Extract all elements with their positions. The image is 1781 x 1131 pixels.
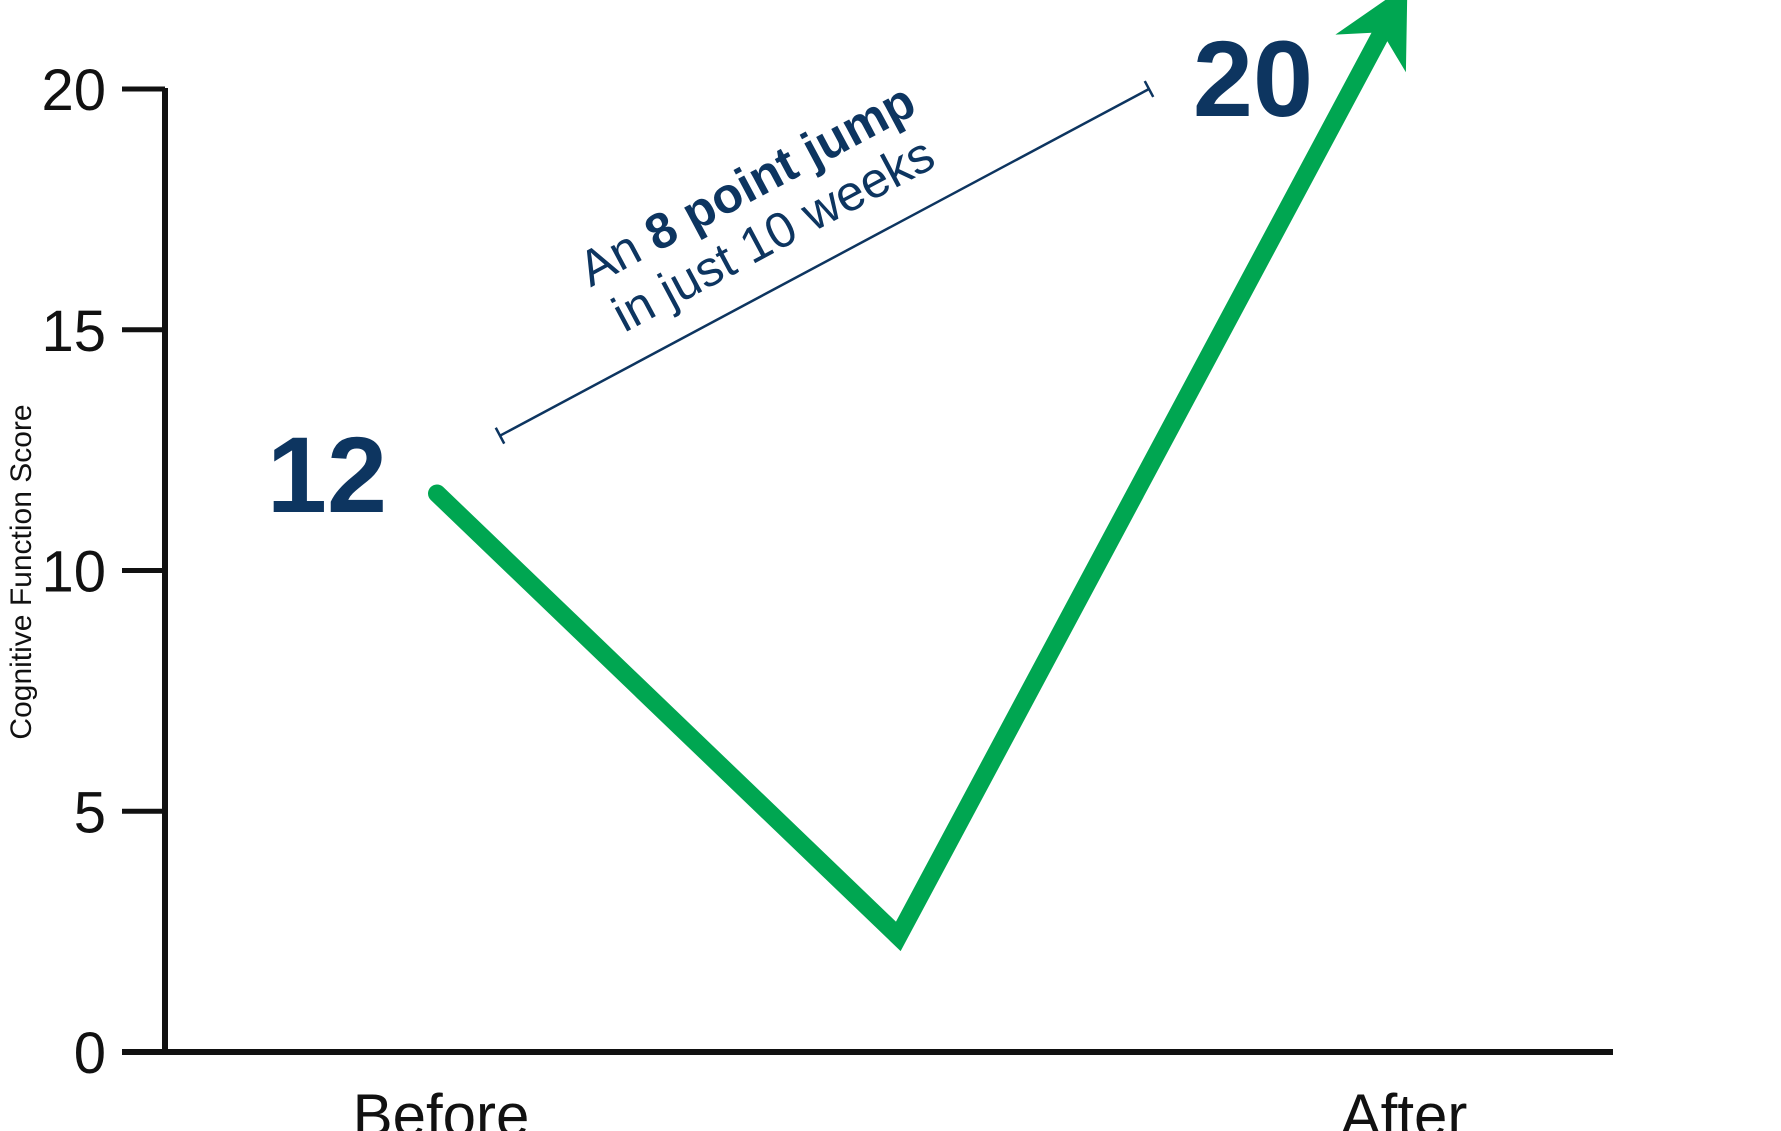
x-ticks: Before After bbox=[353, 1082, 1468, 1131]
y-tick-label: 0 bbox=[74, 1021, 106, 1086]
y-tick-label: 15 bbox=[41, 299, 106, 364]
y-tick-label: 5 bbox=[74, 780, 106, 845]
annotation-bracket-cap-end bbox=[1143, 80, 1155, 98]
arrow-head bbox=[1335, 0, 1408, 73]
trend-line bbox=[428, 0, 1407, 952]
value-label-after: 20 bbox=[1193, 18, 1313, 139]
jump-annotation: An 8 point jump in just 10 weeks bbox=[494, 72, 1155, 445]
series-line bbox=[428, 0, 1408, 952]
x-category-label: After bbox=[1341, 1082, 1468, 1131]
y-ticks: 0 5 10 15 20 bbox=[41, 58, 165, 1086]
y-tick-label: 20 bbox=[41, 58, 106, 123]
y-tick-label: 10 bbox=[41, 540, 106, 605]
annotation-bracket-cap-start bbox=[494, 427, 506, 445]
annotation-bracket-line bbox=[499, 87, 1150, 437]
value-label-before: 12 bbox=[267, 414, 387, 535]
y-axis-title: Cognitive Function Score bbox=[5, 404, 38, 739]
x-category-label: Before bbox=[353, 1082, 530, 1131]
annotation-text: An 8 point jump in just 10 weeks bbox=[569, 72, 943, 342]
